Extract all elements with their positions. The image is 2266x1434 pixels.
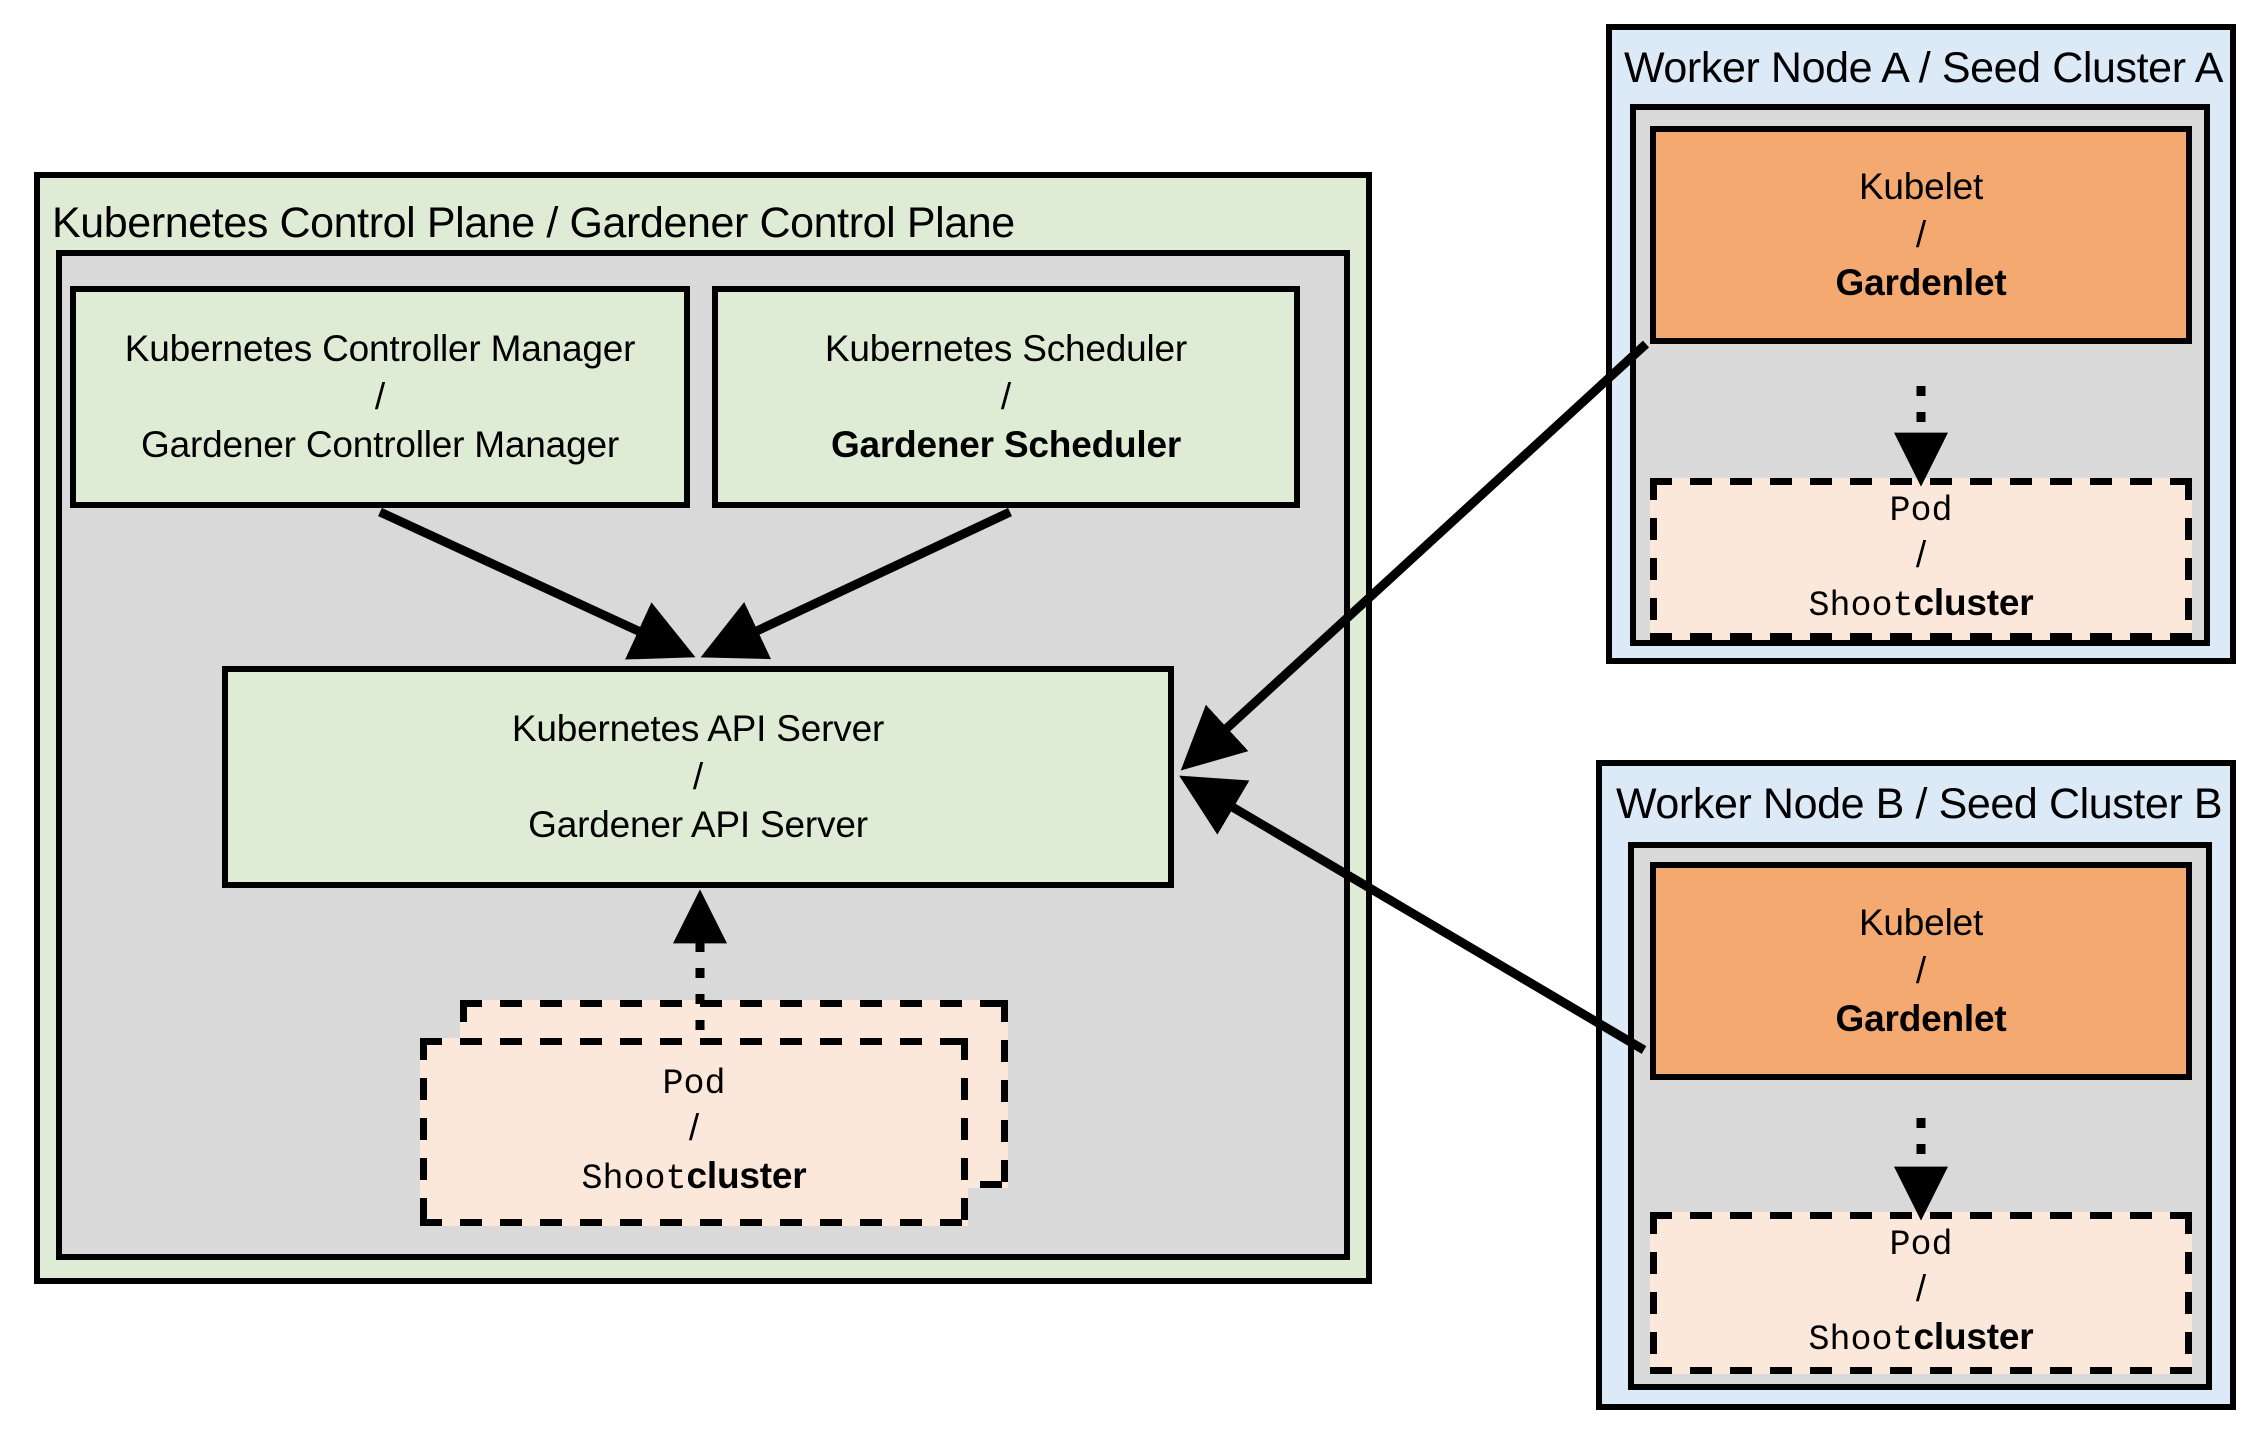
controller-manager-separator: / (374, 375, 386, 417)
controller-manager-line1: Kubernetes Controller Manager (124, 327, 636, 369)
controller-manager-line2: Gardener Controller Manager (141, 424, 619, 466)
seed-cluster-b-title: Worker Node B / Seed Cluster B (1616, 780, 2223, 829)
seed-a-pod-shoot: Shoot (1808, 586, 1914, 626)
seed-a-pod-line2: Shootcluster (1809, 579, 2034, 627)
seed-a-pod-cluster: cluster (1913, 582, 2034, 623)
kubelet-a-separator: / (1915, 213, 1927, 255)
gardenlet-b-label: Gardenlet (1835, 998, 2007, 1040)
control-plane-pod-separator: / (688, 1106, 700, 1148)
control-plane-pod-cluster: cluster (686, 1155, 807, 1196)
api-server-line2: Gardener API Server (528, 804, 868, 846)
kubelet-a-line1: Kubelet (1858, 165, 1984, 207)
seed-a-pod-separator: / (1915, 533, 1927, 575)
scheduler-line1: Kubernetes Scheduler (824, 327, 1188, 369)
kubelet-b-separator: / (1915, 949, 1927, 991)
seed-cluster-a-title: Worker Node A / Seed Cluster A (1624, 44, 2224, 93)
api-server-line1: Kubernetes API Server (511, 707, 885, 749)
api-server-separator: / (692, 755, 704, 797)
control-plane-pod-line1: Pod (662, 1063, 726, 1104)
control-plane-pod-box[interactable]: Pod / Shootcluster (420, 1038, 968, 1226)
seed-a-pod-line1: Pod (1889, 490, 1953, 531)
seed-b-pod-separator: / (1915, 1267, 1927, 1309)
seed-b-pod-line1: Pod (1889, 1224, 1953, 1265)
kubelet-b-line1: Kubelet (1858, 901, 1984, 943)
seed-b-pod-box[interactable]: Pod / Shootcluster (1650, 1212, 2192, 1374)
control-plane-pod-shoot: Shoot (581, 1159, 687, 1199)
kubernetes-scheduler-box[interactable]: Kubernetes Scheduler / Gardener Schedule… (712, 286, 1300, 508)
control-plane-pod-line2: Shootcluster (582, 1152, 807, 1200)
kubernetes-api-server-box[interactable]: Kubernetes API Server / Gardener API Ser… (222, 666, 1174, 888)
seed-b-pod-cluster: cluster (1913, 1316, 2034, 1357)
seed-b-pod-shoot: Shoot (1808, 1320, 1914, 1360)
seed-b-pod-line2: Shootcluster (1809, 1313, 2034, 1361)
seed-a-pod-box[interactable]: Pod / Shootcluster (1650, 478, 2192, 640)
kubelet-gardenlet-b-box[interactable]: Kubelet / Gardenlet (1650, 862, 2192, 1080)
scheduler-separator: / (1000, 375, 1012, 417)
kubelet-gardenlet-a-box[interactable]: Kubelet / Gardenlet (1650, 126, 2192, 344)
gardenlet-a-label: Gardenlet (1835, 262, 2007, 304)
control-plane-title: Kubernetes Control Plane / Gardener Cont… (52, 199, 1015, 248)
scheduler-line2: Gardener Scheduler (830, 424, 1182, 466)
kubernetes-controller-manager-box[interactable]: Kubernetes Controller Manager / Gardener… (70, 286, 690, 508)
